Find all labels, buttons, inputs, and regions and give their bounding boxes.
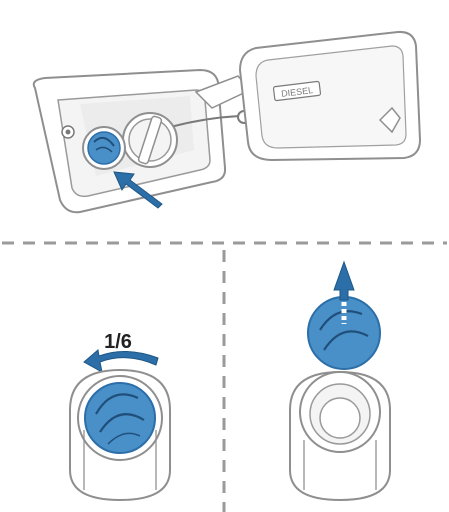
flap-hook	[378, 106, 401, 134]
fuel-flap-illustration: DIESEL	[32, 30, 422, 214]
fuel-cap-icon	[82, 126, 126, 170]
unscrew-step: 1/6	[69, 331, 171, 502]
rotation-label: 1/6	[104, 331, 132, 353]
filler-neck-open-icon	[289, 370, 391, 502]
fuel-cap-icon	[307, 296, 381, 370]
hanging-cap	[122, 112, 178, 168]
rotate-arrow-icon	[83, 349, 159, 373]
remove-cap-step	[289, 260, 391, 502]
diesel-tag-text: DIESEL	[281, 85, 314, 99]
diesel-tag	[272, 80, 322, 102]
lift-arrow-icon	[333, 260, 355, 301]
fuel-flap-door-inner	[255, 45, 407, 149]
flap-screw	[61, 125, 75, 139]
fuel-cap-icon	[84, 382, 156, 454]
push-arrow-icon	[113, 171, 163, 209]
